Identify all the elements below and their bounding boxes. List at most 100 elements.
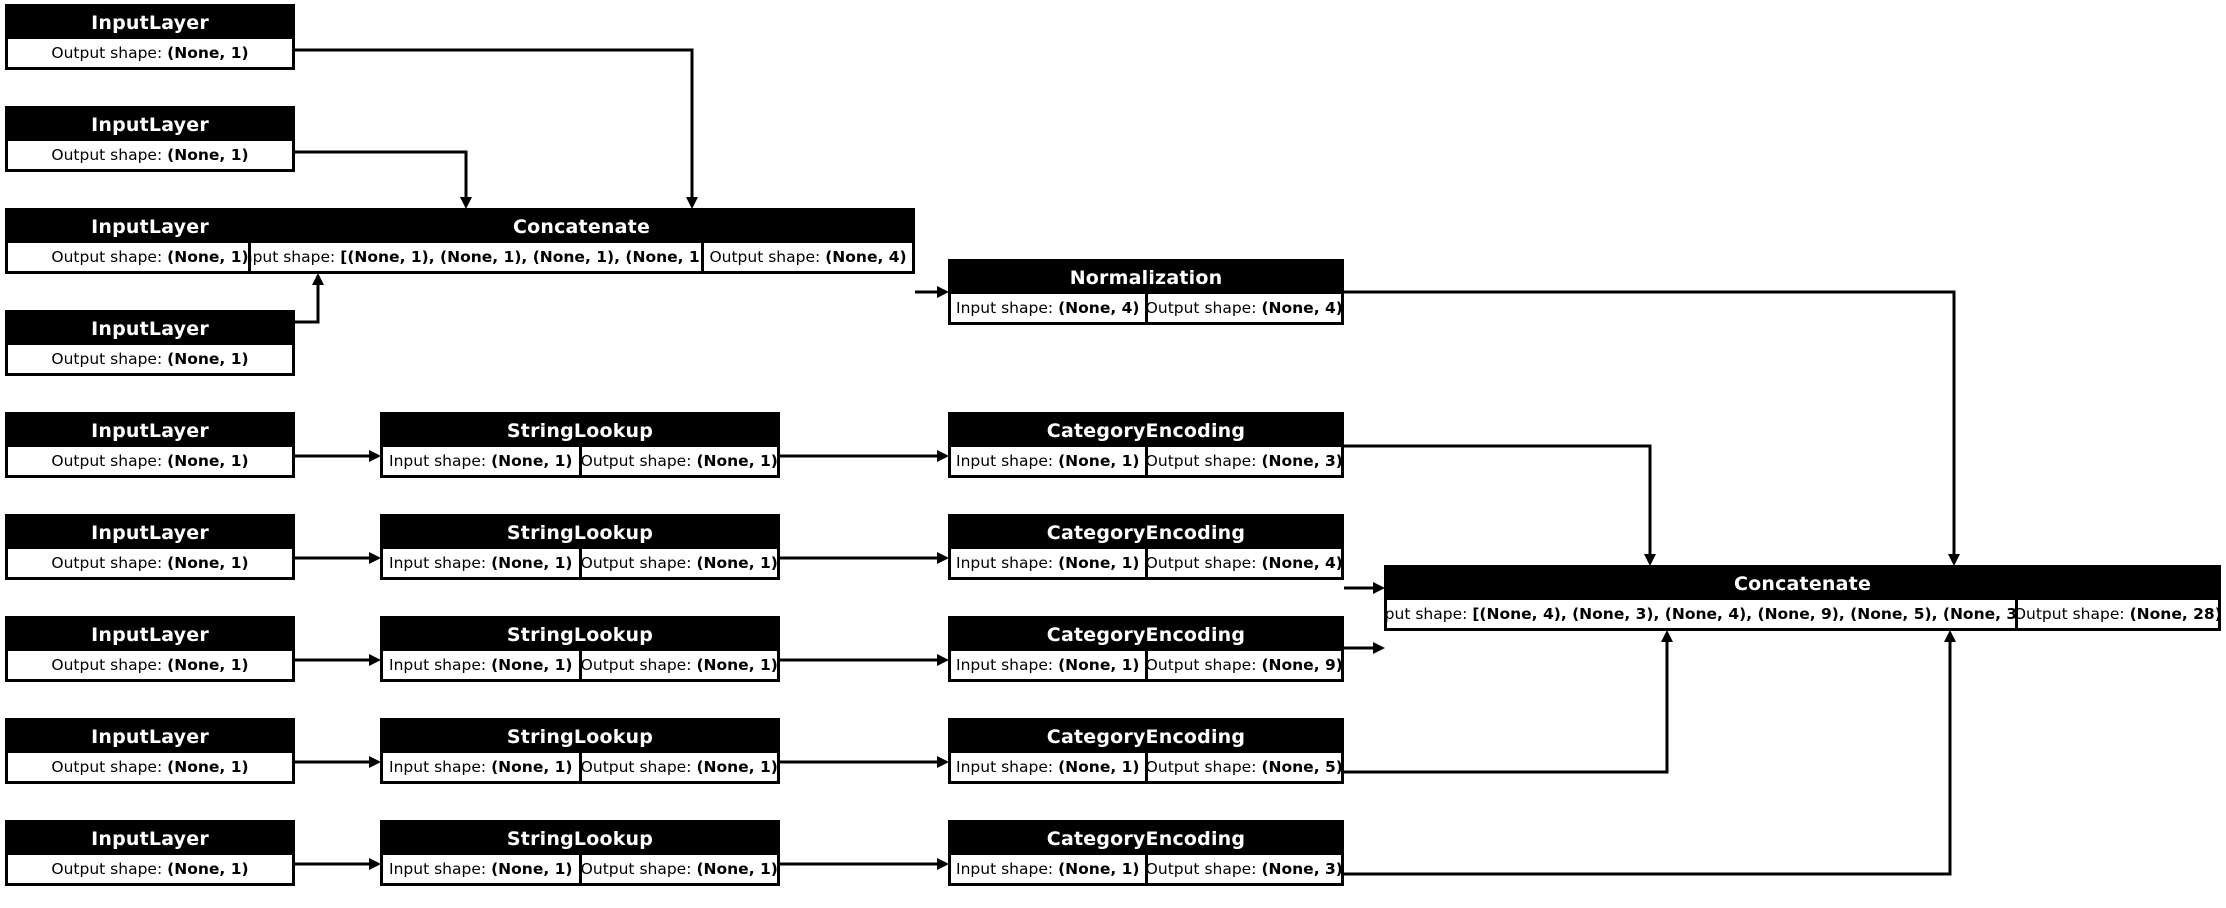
node-title-input_4: InputLayer <box>8 313 292 345</box>
output-shape-input_6: Output shape:(None, 1) <box>8 549 292 577</box>
output-shape-label: Output shape: <box>51 452 163 470</box>
node-shapes-strlookup_3: Input shape:(None, 1)Output shape:(None,… <box>383 651 777 679</box>
output-shape-label: Output shape: <box>51 248 163 266</box>
node-shapes-catenc_1: Input shape:(None, 1)Output shape:(None,… <box>951 447 1341 475</box>
output-shape-value: (None, 3) <box>1261 860 1341 878</box>
node-shapes-normalization: Input shape:(None, 4)Output shape:(None,… <box>951 294 1341 322</box>
node-shapes-strlookup_2: Input shape:(None, 1)Output shape:(None,… <box>383 549 777 577</box>
input-shape-label: Input shape: <box>251 248 336 266</box>
node-title-normalization: Normalization <box>951 262 1341 294</box>
input-shape-strlookup_4: Input shape:(None, 1) <box>383 753 579 781</box>
input-shape-label: Input shape: <box>956 299 1054 317</box>
input-shape-value: (None, 4) <box>1058 299 1140 317</box>
output-shape-label: Output shape: <box>51 860 163 878</box>
node-shapes-concat_num: Input shape:[(None, 1), (None, 1), (None… <box>251 243 912 271</box>
edge-e-in2-concat <box>295 150 472 209</box>
node-shapes-catenc_3: Input shape:(None, 1)Output shape:(None,… <box>951 651 1341 679</box>
output-shape-strlookup_2: Output shape:(None, 1) <box>581 549 777 577</box>
node-title-input_7: InputLayer <box>8 619 292 651</box>
node-shapes-strlookup_1: Input shape:(None, 1)Output shape:(None,… <box>383 447 777 475</box>
edge-e-ce5-concat2 <box>1344 630 1956 876</box>
output-shape-value: (None, 4) <box>1261 299 1341 317</box>
input-shape-label: Input shape: <box>956 452 1054 470</box>
edge-e-ce3-concat2 <box>1344 642 1385 654</box>
output-shape-value: (None, 1) <box>167 44 249 62</box>
output-shape-catenc_3: Output shape:(None, 9) <box>1147 651 1341 679</box>
output-shape-concat_num: Output shape:(None, 4) <box>704 243 912 271</box>
node-title-concat_num: Concatenate <box>251 211 912 243</box>
output-shape-label: Output shape: <box>1147 452 1257 470</box>
node-title-catenc_5: CategoryEncoding <box>951 823 1341 855</box>
output-shape-input_2: Output shape:(None, 1) <box>8 141 292 169</box>
input-shape-strlookup_5: Input shape:(None, 1) <box>383 855 579 883</box>
node-shapes-input_6: Output shape:(None, 1) <box>8 549 292 577</box>
input-shape-catenc_1: Input shape:(None, 1) <box>951 447 1145 475</box>
node-concat_num[interactable]: ConcatenateInput shape:[(None, 1), (None… <box>248 208 915 274</box>
output-shape-value: (None, 1) <box>167 452 249 470</box>
output-shape-label: Output shape: <box>581 758 692 776</box>
input-shape-normalization: Input shape:(None, 4) <box>951 294 1145 322</box>
output-shape-concat_all: Output shape:(None, 28) <box>2017 600 2218 628</box>
node-shapes-catenc_2: Input shape:(None, 1)Output shape:(None,… <box>951 549 1341 577</box>
node-shapes-input_8: Output shape:(None, 1) <box>8 753 292 781</box>
output-shape-label: Output shape: <box>581 860 692 878</box>
input-shape-value: (None, 1) <box>491 758 573 776</box>
input-shape-value: (None, 1) <box>491 554 573 572</box>
edge-e-norm-concat2 <box>1344 290 1960 566</box>
edge-e-sl3-ce3 <box>780 654 949 666</box>
output-shape-value: (None, 1) <box>696 860 777 878</box>
edge-e-in1-concat <box>295 48 698 209</box>
output-shape-input_8: Output shape:(None, 1) <box>8 753 292 781</box>
node-shapes-input_1: Output shape:(None, 1) <box>8 39 292 67</box>
output-shape-normalization: Output shape:(None, 4) <box>1147 294 1341 322</box>
output-shape-catenc_4: Output shape:(None, 5) <box>1147 753 1341 781</box>
output-shape-strlookup_1: Output shape:(None, 1) <box>581 447 777 475</box>
node-shapes-strlookup_5: Input shape:(None, 1)Output shape:(None,… <box>383 855 777 883</box>
output-shape-input_9: Output shape:(None, 1) <box>8 855 292 883</box>
node-title-input_6: InputLayer <box>8 517 292 549</box>
output-shape-catenc_5: Output shape:(None, 3) <box>1147 855 1341 883</box>
edge-e-in9-sl5 <box>295 858 381 870</box>
input-shape-value: (None, 1) <box>491 860 573 878</box>
output-shape-label: Output shape: <box>51 656 163 674</box>
output-shape-value: (None, 1) <box>167 860 249 878</box>
input-shape-catenc_5: Input shape:(None, 1) <box>951 855 1145 883</box>
output-shape-label: Output shape: <box>1147 656 1257 674</box>
input-shape-value: [(None, 4), (None, 3), (None, 4), (None,… <box>1472 605 2015 623</box>
input-shape-strlookup_3: Input shape:(None, 1) <box>383 651 579 679</box>
node-shapes-input_3: Output shape:(None, 1) <box>8 243 292 271</box>
output-shape-label: Output shape: <box>51 554 163 572</box>
input-shape-value: (None, 1) <box>1058 758 1140 776</box>
node-title-catenc_3: CategoryEncoding <box>951 619 1341 651</box>
output-shape-label: Output shape: <box>709 248 821 266</box>
edge-e-ce4-concat2 <box>1344 630 1673 774</box>
node-concat_all[interactable]: ConcatenateInput shape:[(None, 4), (None… <box>1384 565 2221 631</box>
edge-e-ce2-concat2 <box>1344 582 1385 594</box>
node-shapes-input_5: Output shape:(None, 1) <box>8 447 292 475</box>
output-shape-value: (None, 1) <box>167 758 249 776</box>
input-shape-value: (None, 1) <box>491 656 573 674</box>
output-shape-value: (None, 1) <box>167 350 249 368</box>
output-shape-value: (None, 1) <box>696 758 777 776</box>
